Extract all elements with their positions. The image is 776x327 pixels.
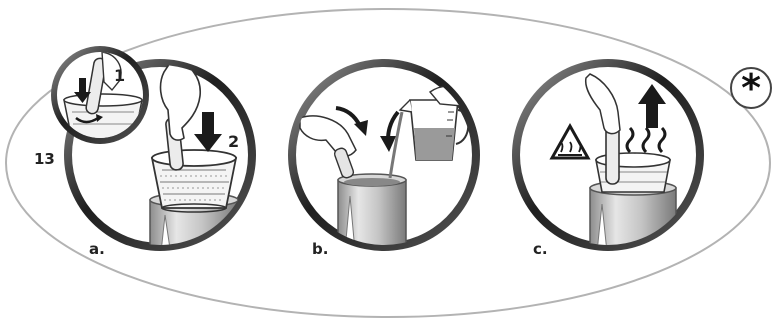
substep-2-label: 2 <box>228 132 239 151</box>
inset-detail <box>51 46 149 144</box>
substep-1-label: 1 <box>114 66 125 85</box>
step-number: 13 <box>34 150 55 168</box>
asterisk-symbol: * <box>731 68 771 108</box>
panel-c-label: c. <box>533 240 548 258</box>
panel-b-label: b. <box>312 240 328 258</box>
panel-a-label: a. <box>89 240 105 258</box>
